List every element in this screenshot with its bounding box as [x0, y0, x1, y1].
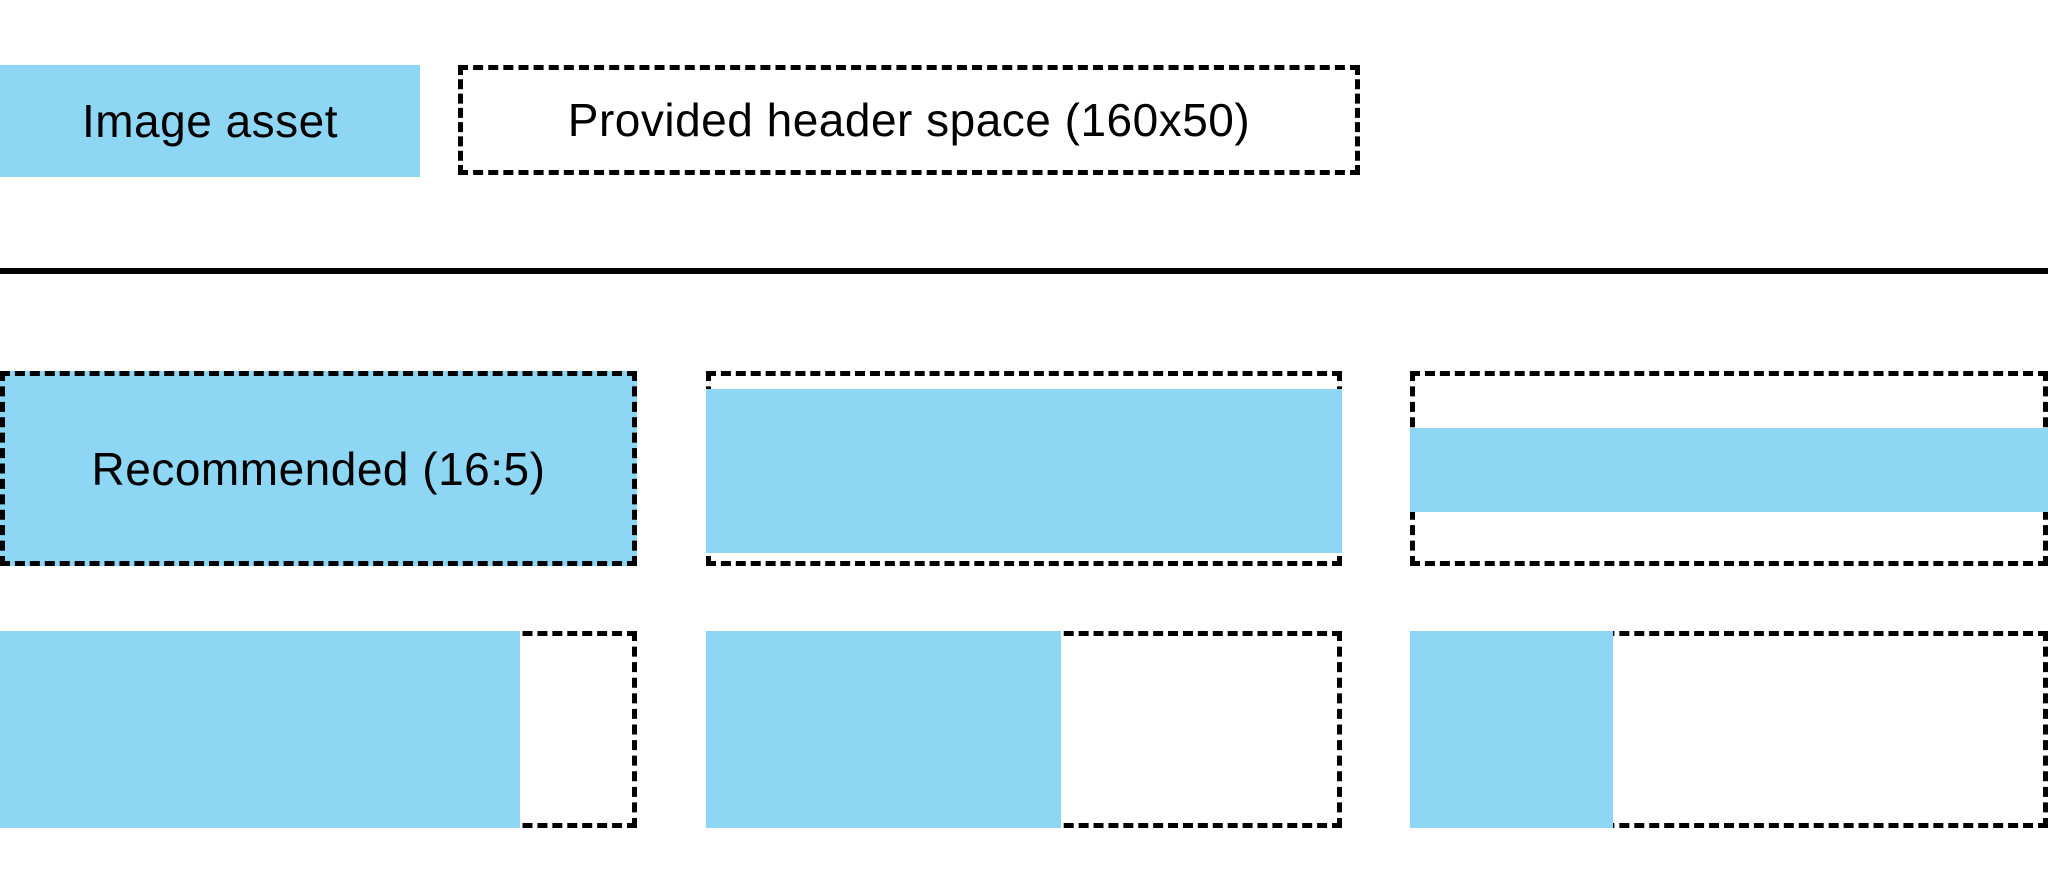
- legend-image-asset-label: Image asset: [81, 95, 339, 147]
- example-31-percent-width-box: [1410, 631, 2048, 828]
- example-55-percent-width-box: [706, 631, 1342, 828]
- legend-header-space-box: Provided header space (160x50): [458, 65, 1360, 175]
- image-asset-fill: [1410, 428, 2048, 512]
- image-asset-fill: [0, 631, 520, 828]
- divider-line: [0, 268, 2048, 274]
- example-recommended-label: Recommended (16:5): [91, 442, 546, 495]
- example-80-percent-width-box: [0, 631, 637, 828]
- image-asset-fill: [1410, 631, 1613, 828]
- example-thin-band-box: [1410, 371, 2048, 566]
- image-asset-fill: [706, 389, 1342, 553]
- legend-image-asset-swatch: Image asset: [0, 65, 420, 177]
- legend-header-space-label: Provided header space (160x50): [567, 94, 1251, 146]
- example-full-width-inset-box: [706, 371, 1342, 566]
- image-asset-fill: [706, 631, 1061, 828]
- example-recommended-box: Recommended (16:5): [0, 371, 637, 566]
